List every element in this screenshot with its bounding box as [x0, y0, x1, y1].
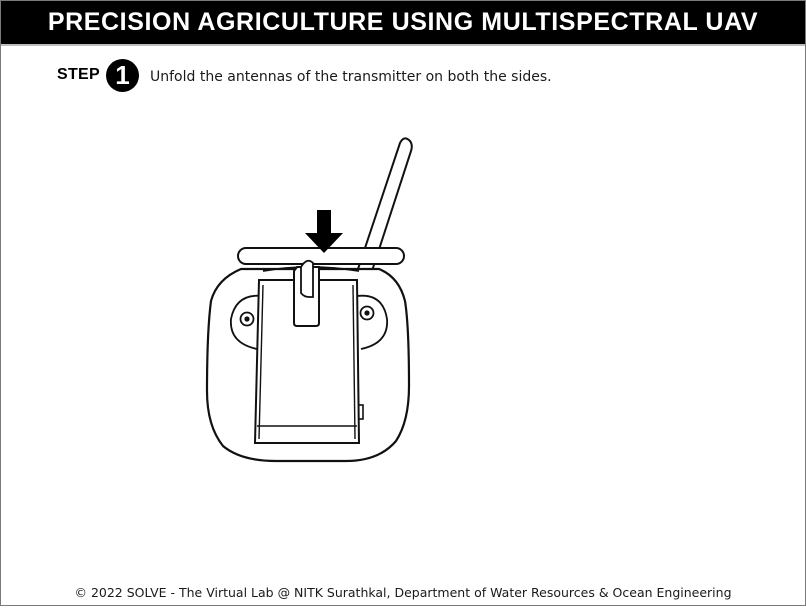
footer-copyright: © 2022 SOLVE - The Virtual Lab @ NITK Su…: [74, 585, 732, 600]
step-number-badge: 1: [106, 58, 139, 92]
horizontal-antenna: [237, 247, 405, 265]
right-antenna: [357, 137, 413, 272]
transmitter-illustration: [205, 137, 413, 463]
device-holder: [253, 266, 361, 444]
page-title: PRECISION AGRICULTURE USING MULTISPECTRA…: [1, 1, 805, 44]
holder-clip: [293, 259, 320, 327]
step-instruction: STEP 1 Unfold the antennas of the transm…: [57, 58, 552, 92]
step-label: STEP: [57, 66, 100, 83]
step-instruction-text: Unfold the antennas of the transmitter o…: [150, 68, 552, 85]
title-divider: [1, 44, 805, 46]
down-arrow-icon: [305, 210, 343, 253]
